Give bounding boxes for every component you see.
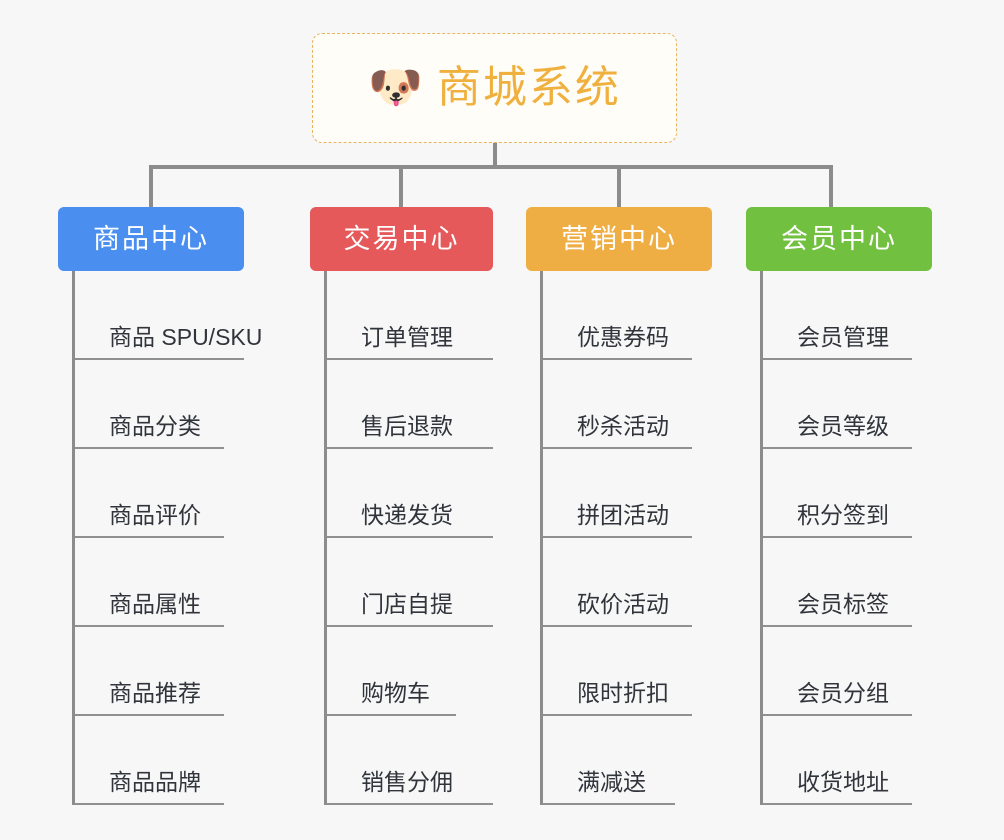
leaf-label: 快递发货 (361, 502, 453, 529)
leaf-item[interactable]: 满减送 (543, 716, 675, 805)
leaf-item[interactable]: 砍价活动 (543, 538, 692, 627)
leaf-label: 限时折扣 (577, 680, 669, 707)
connector-root-stem (493, 143, 497, 169)
leaf-item[interactable]: 商品 SPU/SKU (75, 271, 262, 360)
leaf-label: 购物车 (361, 680, 430, 707)
leaf-label: 满减送 (577, 769, 646, 796)
leaf-item[interactable]: 售后退款 (327, 360, 493, 449)
connector-drop-1 (149, 165, 153, 209)
leaf-item[interactable]: 秒杀活动 (543, 360, 692, 449)
connector-drop-2 (399, 165, 403, 209)
leaf-label: 商品推荐 (109, 680, 201, 707)
root-node-title: 商城系统 (436, 63, 621, 112)
leaf-label: 优惠券码 (577, 324, 669, 351)
leaf-label: 会员标签 (797, 591, 889, 618)
leaf-item[interactable]: 订单管理 (327, 271, 493, 360)
leaf-item[interactable]: 销售分佣 (327, 716, 493, 805)
branch-column-1: 商品中心 商品 SPU/SKU 商品分类 商品评价 商品属性 商品推荐 商品品牌 (58, 207, 262, 805)
leaf-label: 收货地址 (797, 769, 889, 796)
leaf-item[interactable]: 积分签到 (763, 449, 912, 538)
leaf-label: 商品评价 (109, 502, 201, 529)
branch-column-2: 交易中心 订单管理 售后退款 快递发货 门店自提 购物车 销售分佣 (310, 207, 493, 805)
leaf-item[interactable]: 商品推荐 (75, 627, 224, 716)
leaf-item[interactable]: 门店自提 (327, 538, 493, 627)
leaf-label: 拼团活动 (577, 502, 669, 529)
connector-horizontal-bus (149, 165, 833, 169)
connector-drop-4 (829, 165, 833, 209)
leaf-label: 商品属性 (109, 591, 201, 618)
branch-column-3: 营销中心 优惠券码 秒杀活动 拼团活动 砍价活动 限时折扣 满减送 (526, 207, 712, 805)
category-label-3: 营销中心 (561, 223, 677, 254)
leaf-label: 商品品牌 (109, 769, 201, 796)
leaf-item[interactable]: 商品评价 (75, 449, 224, 538)
leaf-item[interactable]: 快递发货 (327, 449, 493, 538)
leaf-item[interactable]: 商品属性 (75, 538, 224, 627)
leaf-label: 销售分佣 (361, 769, 453, 796)
leaf-item[interactable]: 收货地址 (763, 716, 912, 805)
branch-column-4: 会员中心 会员管理 会员等级 积分签到 会员标签 会员分组 收货地址 (746, 207, 932, 805)
leaf-label: 售后退款 (361, 413, 453, 440)
category-label-1: 商品中心 (93, 223, 209, 254)
leaf-item[interactable]: 会员管理 (763, 271, 912, 360)
leaf-label: 会员分组 (797, 680, 889, 707)
leaf-stack-3: 优惠券码 秒杀活动 拼团活动 砍价活动 限时折扣 满减送 (540, 271, 712, 805)
leaf-label: 商品 SPU/SKU (109, 324, 263, 351)
leaf-item[interactable]: 优惠券码 (543, 271, 692, 360)
leaf-item[interactable]: 会员等级 (763, 360, 912, 449)
leaf-label: 会员等级 (797, 413, 889, 440)
leaf-stack-2: 订单管理 售后退款 快递发货 门店自提 购物车 销售分佣 (324, 271, 493, 805)
root-node[interactable]: 🐶 商城系统 (312, 33, 677, 143)
category-box-3[interactable]: 营销中心 (526, 207, 712, 271)
leaf-label: 积分签到 (797, 502, 889, 529)
category-box-1[interactable]: 商品中心 (58, 207, 244, 271)
leaf-label: 砍价活动 (577, 591, 669, 618)
category-box-4[interactable]: 会员中心 (746, 207, 932, 271)
leaf-label: 门店自提 (361, 591, 453, 618)
leaf-label: 会员管理 (797, 324, 889, 351)
leaf-stack-4: 会员管理 会员等级 积分签到 会员标签 会员分组 收货地址 (760, 271, 932, 805)
leaf-item[interactable]: 拼团活动 (543, 449, 692, 538)
leaf-item[interactable]: 会员分组 (763, 627, 912, 716)
connector-drop-3 (617, 165, 621, 209)
leaf-item[interactable]: 商品分类 (75, 360, 224, 449)
leaf-stack-1: 商品 SPU/SKU 商品分类 商品评价 商品属性 商品推荐 商品品牌 (72, 271, 262, 805)
leaf-item[interactable]: 购物车 (327, 627, 457, 716)
category-label-4: 会员中心 (781, 223, 897, 254)
leaf-item[interactable]: 会员标签 (763, 538, 912, 627)
leaf-item[interactable]: 商品品牌 (75, 716, 224, 805)
leaf-label: 商品分类 (109, 413, 201, 440)
leaf-label: 订单管理 (361, 324, 453, 351)
category-label-2: 交易中心 (343, 223, 460, 254)
shiba-dog-emoji-icon: 🐶 (368, 63, 423, 112)
leaf-label: 秒杀活动 (577, 413, 669, 440)
category-box-2[interactable]: 交易中心 (310, 207, 493, 271)
leaf-item[interactable]: 限时折扣 (543, 627, 692, 716)
